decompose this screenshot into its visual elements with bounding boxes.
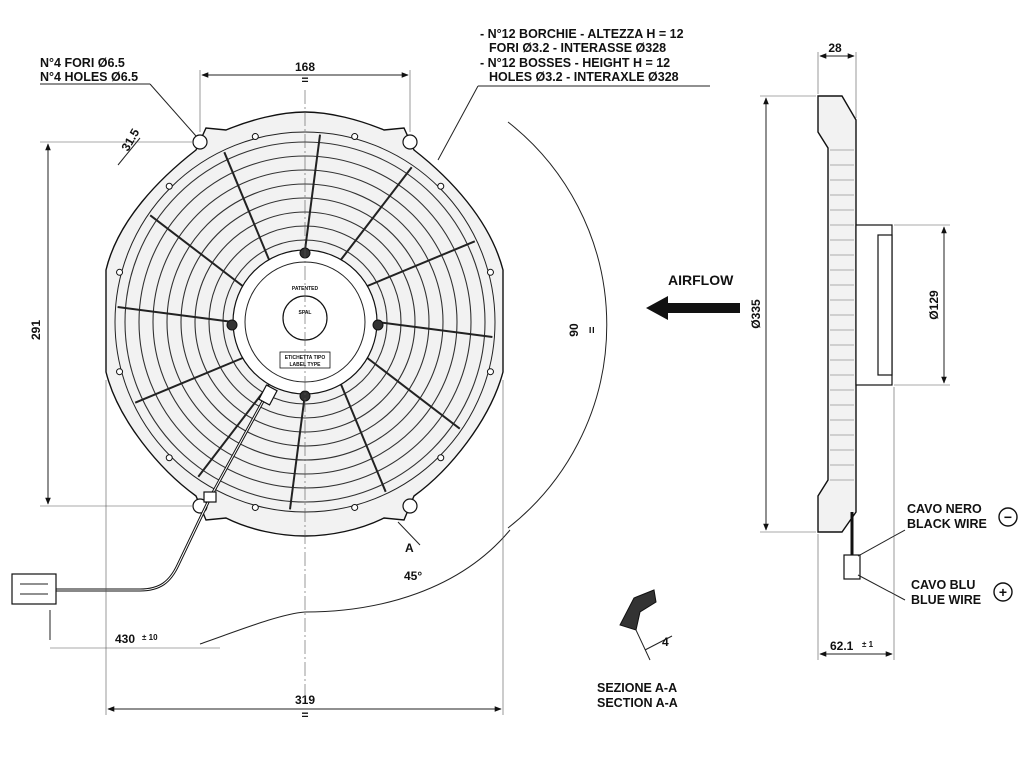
svg-text:+: +	[999, 584, 1007, 600]
callout-holes: N°4 FORI Ø6.5 N°4 HOLES Ø6.5	[40, 56, 138, 84]
grille-spokes	[117, 134, 493, 510]
grille-spoke	[340, 383, 387, 493]
svg-text:=: =	[301, 708, 308, 722]
side-view-dimensions: 28 Ø335 Ø129 62.1 ± 1	[749, 41, 950, 660]
holes-it: N°4 FORI Ø6.5	[40, 56, 125, 70]
angle-45: 45°	[404, 569, 422, 583]
bosses-it-1: - N°12 BORCHIE - ALTEZZA H = 12	[480, 27, 684, 41]
section-mark-a: A	[405, 541, 414, 555]
cable-clip	[203, 491, 217, 503]
svg-text:−: −	[1004, 509, 1012, 525]
mounting-boss	[251, 503, 259, 511]
airflow-indicator: AIRFLOW	[646, 272, 740, 320]
mounting-boss	[486, 368, 494, 376]
minus-symbol	[998, 507, 1018, 527]
section-title-en: SECTION A-A	[597, 696, 678, 710]
grille-spoke	[340, 166, 413, 261]
callout-bosses: - N°12 BORCHIE - ALTEZZA H = 12 FORI Ø3.…	[480, 27, 684, 84]
bosses-it-2: FORI Ø3.2 - INTERASSE Ø328	[489, 41, 666, 55]
mounting-bosses	[116, 133, 494, 511]
mounting-boss	[486, 268, 494, 276]
dim-depth-28: 28	[828, 41, 842, 55]
dim-left-291: 291	[29, 320, 43, 340]
mounting-boss	[116, 368, 124, 376]
grille-spoke	[223, 151, 270, 261]
mounting-boss	[351, 133, 359, 141]
mounting-boss	[165, 454, 173, 462]
label-type-line-2: LABEL TYPE	[289, 362, 321, 368]
blue-wire-en: BLUE WIRE	[911, 593, 981, 607]
grille-spoke	[117, 305, 234, 323]
grille-spoke	[366, 240, 476, 287]
dim-top-168: 168	[295, 60, 315, 74]
side-view	[817, 95, 906, 601]
hub-screw-left	[226, 319, 238, 331]
mounting-hole-top-right	[402, 134, 418, 150]
front-view: PATENTED SPAL ETICHETTA TIPO LABEL TYPE	[11, 111, 504, 605]
section-title-it: SEZIONE A-A	[597, 681, 677, 695]
side-connector	[843, 554, 861, 580]
grille-spoke	[304, 134, 322, 251]
section-dim-4: 4	[662, 635, 669, 649]
svg-text:=: =	[301, 73, 308, 87]
mounting-hole-bottom-right	[402, 498, 418, 514]
section-profile	[619, 589, 657, 631]
mounting-boss	[251, 133, 259, 141]
holes-en: N°4 HOLES Ø6.5	[40, 70, 138, 84]
mounting-boss	[437, 454, 445, 462]
mounting-boss	[351, 503, 359, 511]
mounting-boss	[165, 182, 173, 190]
grille-spoke	[288, 393, 306, 510]
side-motor-cap	[877, 234, 893, 376]
bosses-en-2: HOLES Ø3.2 - INTERAXLE Ø328	[489, 70, 679, 84]
dim-cable-tolerance: ± 10	[142, 633, 158, 642]
cable-grommet	[258, 384, 278, 406]
plus-symbol	[993, 582, 1013, 602]
power-cable-inner	[55, 391, 269, 591]
grille-spoke	[197, 383, 270, 478]
airflow-label: AIRFLOW	[668, 272, 734, 288]
section-a-a: 4 SEZIONE A-A SECTION A-A	[597, 589, 678, 710]
dim-total-62: 62.1	[830, 639, 854, 653]
airflow-arrow	[646, 296, 740, 320]
black-wire-en: BLACK WIRE	[907, 517, 987, 531]
black-wire-it: CAVO NERO	[907, 502, 982, 516]
wire-labels: CAVO NERO BLACK WIRE − CAVO BLU BLUE WIR…	[907, 502, 1018, 607]
mounting-boss	[116, 268, 124, 276]
grille-spoke	[366, 357, 461, 430]
dim-motor-129: Ø129	[927, 290, 941, 320]
dim-diameter-335: Ø335	[749, 299, 763, 329]
electrical-connector	[11, 573, 57, 605]
bosses-en-1: - N°12 BOSSES - HEIGHT H = 12	[480, 56, 670, 70]
grille-spoke	[134, 357, 244, 404]
svg-text:=: =	[585, 326, 599, 333]
dim-width-319: 319	[295, 693, 315, 707]
side-shroud	[817, 95, 857, 533]
dim-total-tolerance: ± 1	[862, 640, 874, 649]
dim-cable-430: 430	[115, 632, 135, 646]
dim-angle-90: 90	[567, 323, 581, 337]
grille-spoke	[149, 214, 244, 287]
grille-spoke	[376, 321, 493, 339]
side-ribs	[830, 149, 854, 481]
hub-screw-right	[372, 319, 384, 331]
blue-wire-it: CAVO BLU	[911, 578, 975, 592]
mounting-boss	[437, 182, 445, 190]
mounting-hole-top-left	[192, 134, 208, 150]
